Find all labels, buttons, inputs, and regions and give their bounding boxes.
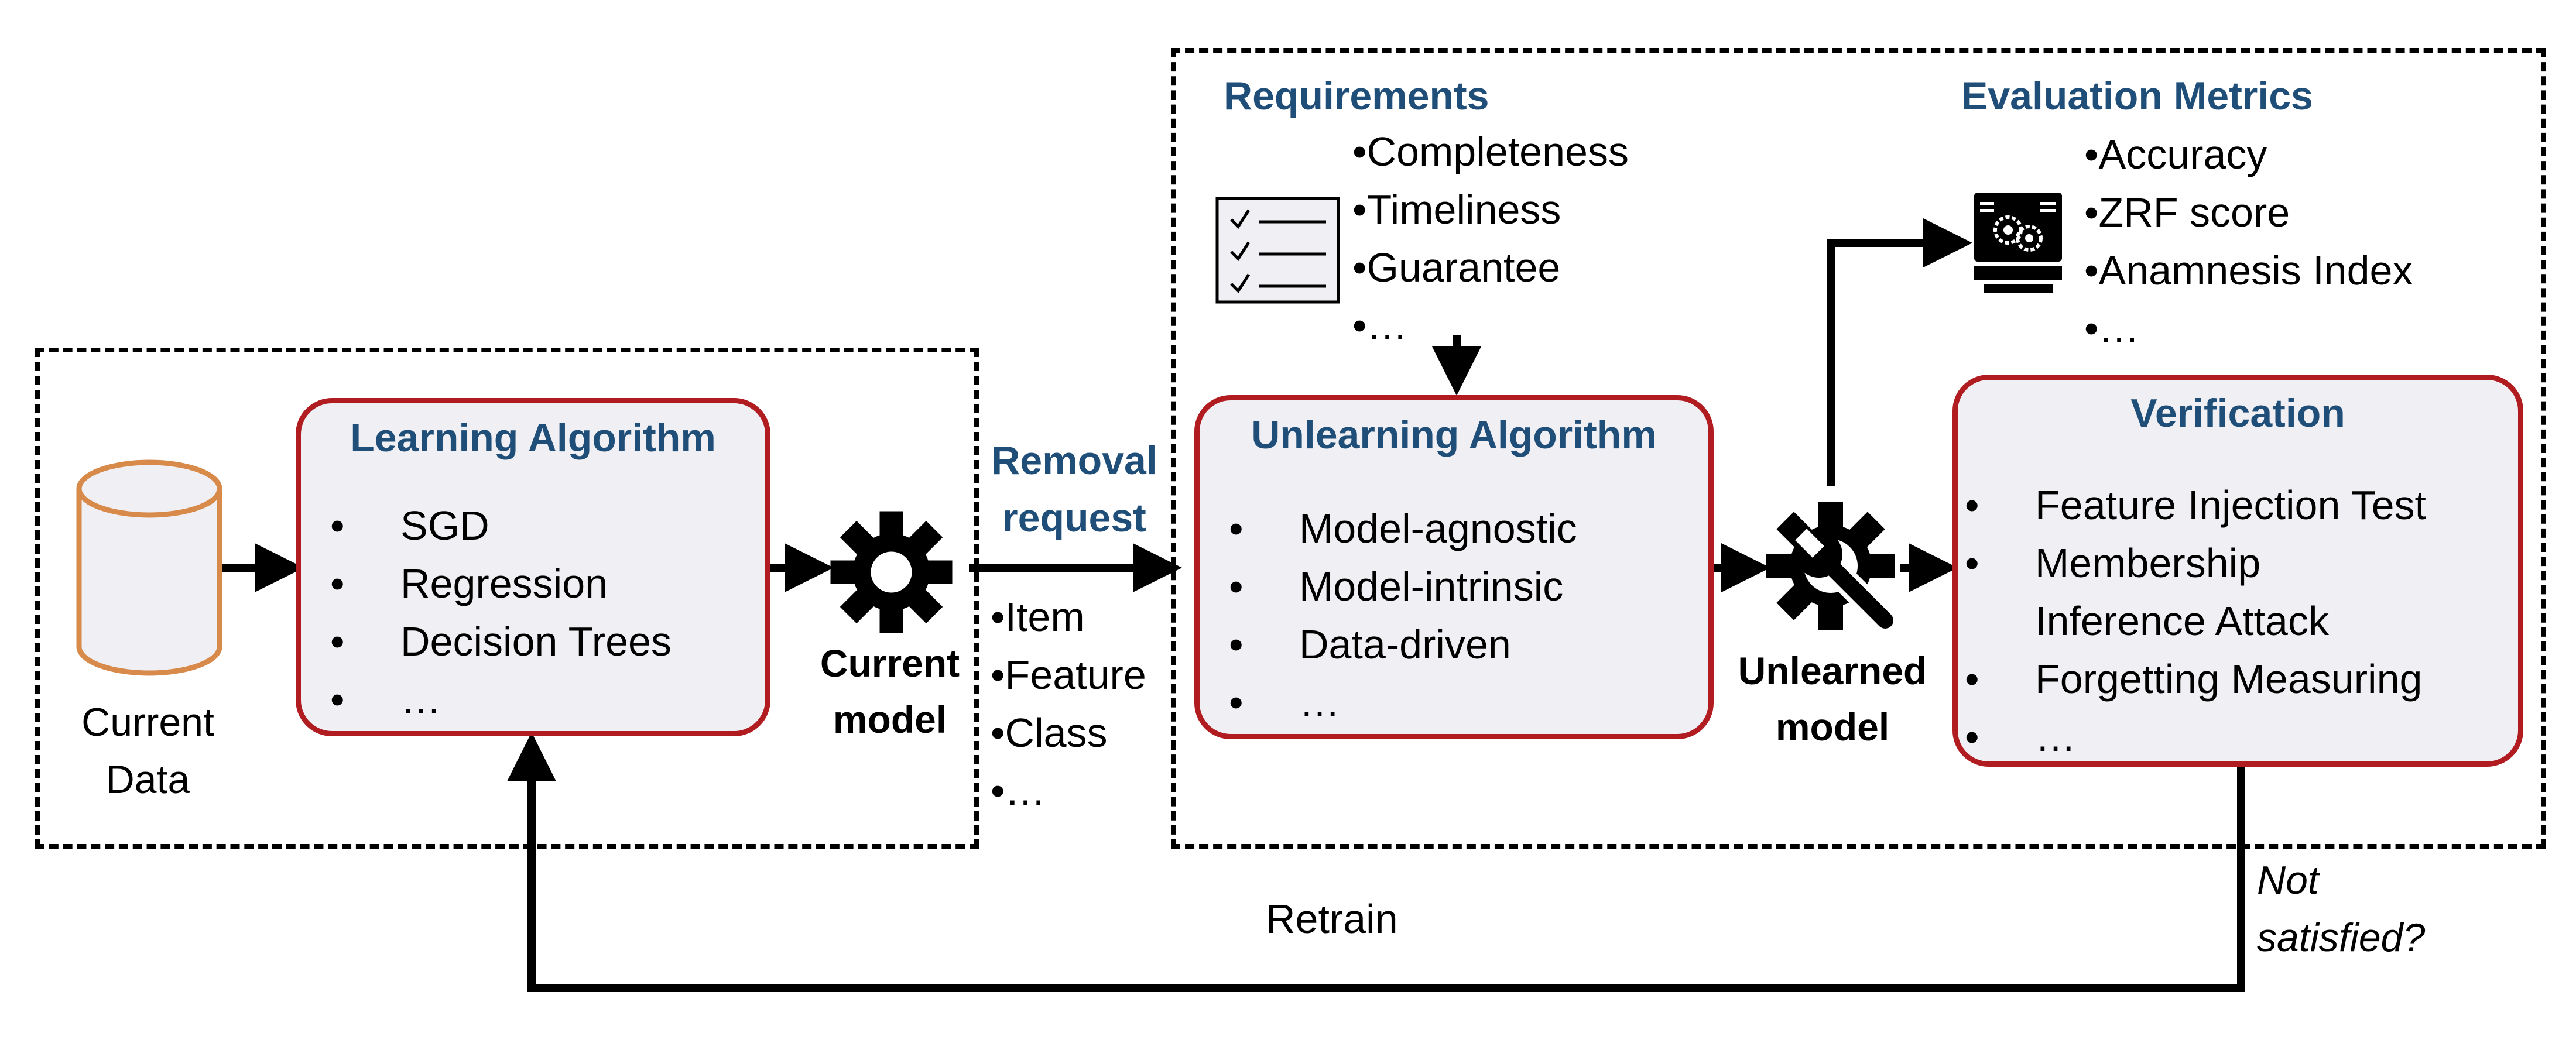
current-data-label: Current Data (81, 700, 214, 802)
list-item: Feature (991, 646, 1146, 704)
removal-request-list: Item Feature Class … (991, 588, 1146, 820)
arrow-unlearned-to-metrics (1827, 218, 1972, 486)
unlearning-algorithm-box: Unlearning Algorithm Model-agnostic Mode… (1194, 395, 1714, 739)
list-item: Guarantee (1352, 239, 1629, 297)
list-item: … (1200, 674, 1577, 732)
not-satisfied-label: Not satisfied? (2257, 858, 2426, 960)
list-item: Membership (1936, 534, 2426, 592)
list-item: Timeliness (1352, 181, 1629, 239)
monitor-gears-icon (1974, 193, 2062, 293)
list-item: … (991, 762, 1146, 820)
list-item: … (1936, 708, 2426, 766)
unlearning-panel-border (1171, 48, 2546, 849)
list-item: Class (991, 704, 1146, 762)
current-model-label: Current model (820, 641, 960, 741)
evaluation-metrics-title: Evaluation Metrics (1961, 74, 2313, 118)
checklist-icon (1215, 197, 1340, 304)
list-item: … (1352, 297, 1629, 355)
learning-algorithm-title: Learning Algorithm (350, 416, 716, 460)
retrain-label: Retrain (1266, 896, 1398, 942)
list-item: Item (991, 588, 1146, 646)
verification-box: Verification Feature Injection Test Memb… (1952, 375, 2523, 767)
list-item: Accuracy (2084, 126, 2413, 184)
list-item: Decision Trees (301, 613, 672, 671)
list-item: Anamnesis Index (2084, 242, 2413, 300)
wrench-shape (1795, 529, 1898, 633)
list-item: Completeness (1352, 123, 1629, 181)
gear-wrench-icon (1766, 502, 1898, 633)
list-item: Forgetting Measuring (1936, 650, 2426, 708)
unlearning-algorithm-list: Model-agnostic Model-intrinsic Data-driv… (1200, 500, 1577, 732)
database-icon (76, 459, 222, 676)
evaluation-metrics-list: Accuracy ZRF score Anamnesis Index … (2084, 126, 2413, 358)
learning-algorithm-list: SGD Regression Decision Trees … (301, 497, 672, 729)
arrow-retrain-loop (507, 732, 2245, 992)
learning-panel-border (35, 348, 979, 849)
list-item: … (301, 671, 672, 729)
unlearned-model-label: Unlearned model (1738, 649, 1927, 749)
list-item: … (2084, 300, 2413, 358)
list-item: Data-driven (1200, 616, 1577, 674)
gear-icon (830, 511, 953, 633)
list-item: Model-intrinsic (1200, 558, 1577, 616)
list-item: Regression (301, 555, 672, 613)
requirements-title: Requirements (1224, 74, 1489, 118)
list-item: SGD (301, 497, 672, 555)
removal-request-title: Removal request (991, 438, 1157, 540)
list-item-continuation: Inference Attack (2035, 598, 2329, 644)
verification-title: Verification (2130, 391, 2345, 435)
verification-list: Feature Injection Test Membership Infere… (1936, 476, 2426, 766)
list-item: Model-agnostic (1200, 500, 1577, 558)
requirements-list: Completeness Timeliness Guarantee … (1352, 123, 1629, 355)
list-item: Feature Injection Test (1936, 476, 2426, 534)
learning-algorithm-box: Learning Algorithm SGD Regression Decisi… (296, 398, 770, 736)
list-item: ZRF score (2084, 184, 2413, 242)
unlearning-algorithm-title: Unlearning Algorithm (1251, 413, 1657, 457)
